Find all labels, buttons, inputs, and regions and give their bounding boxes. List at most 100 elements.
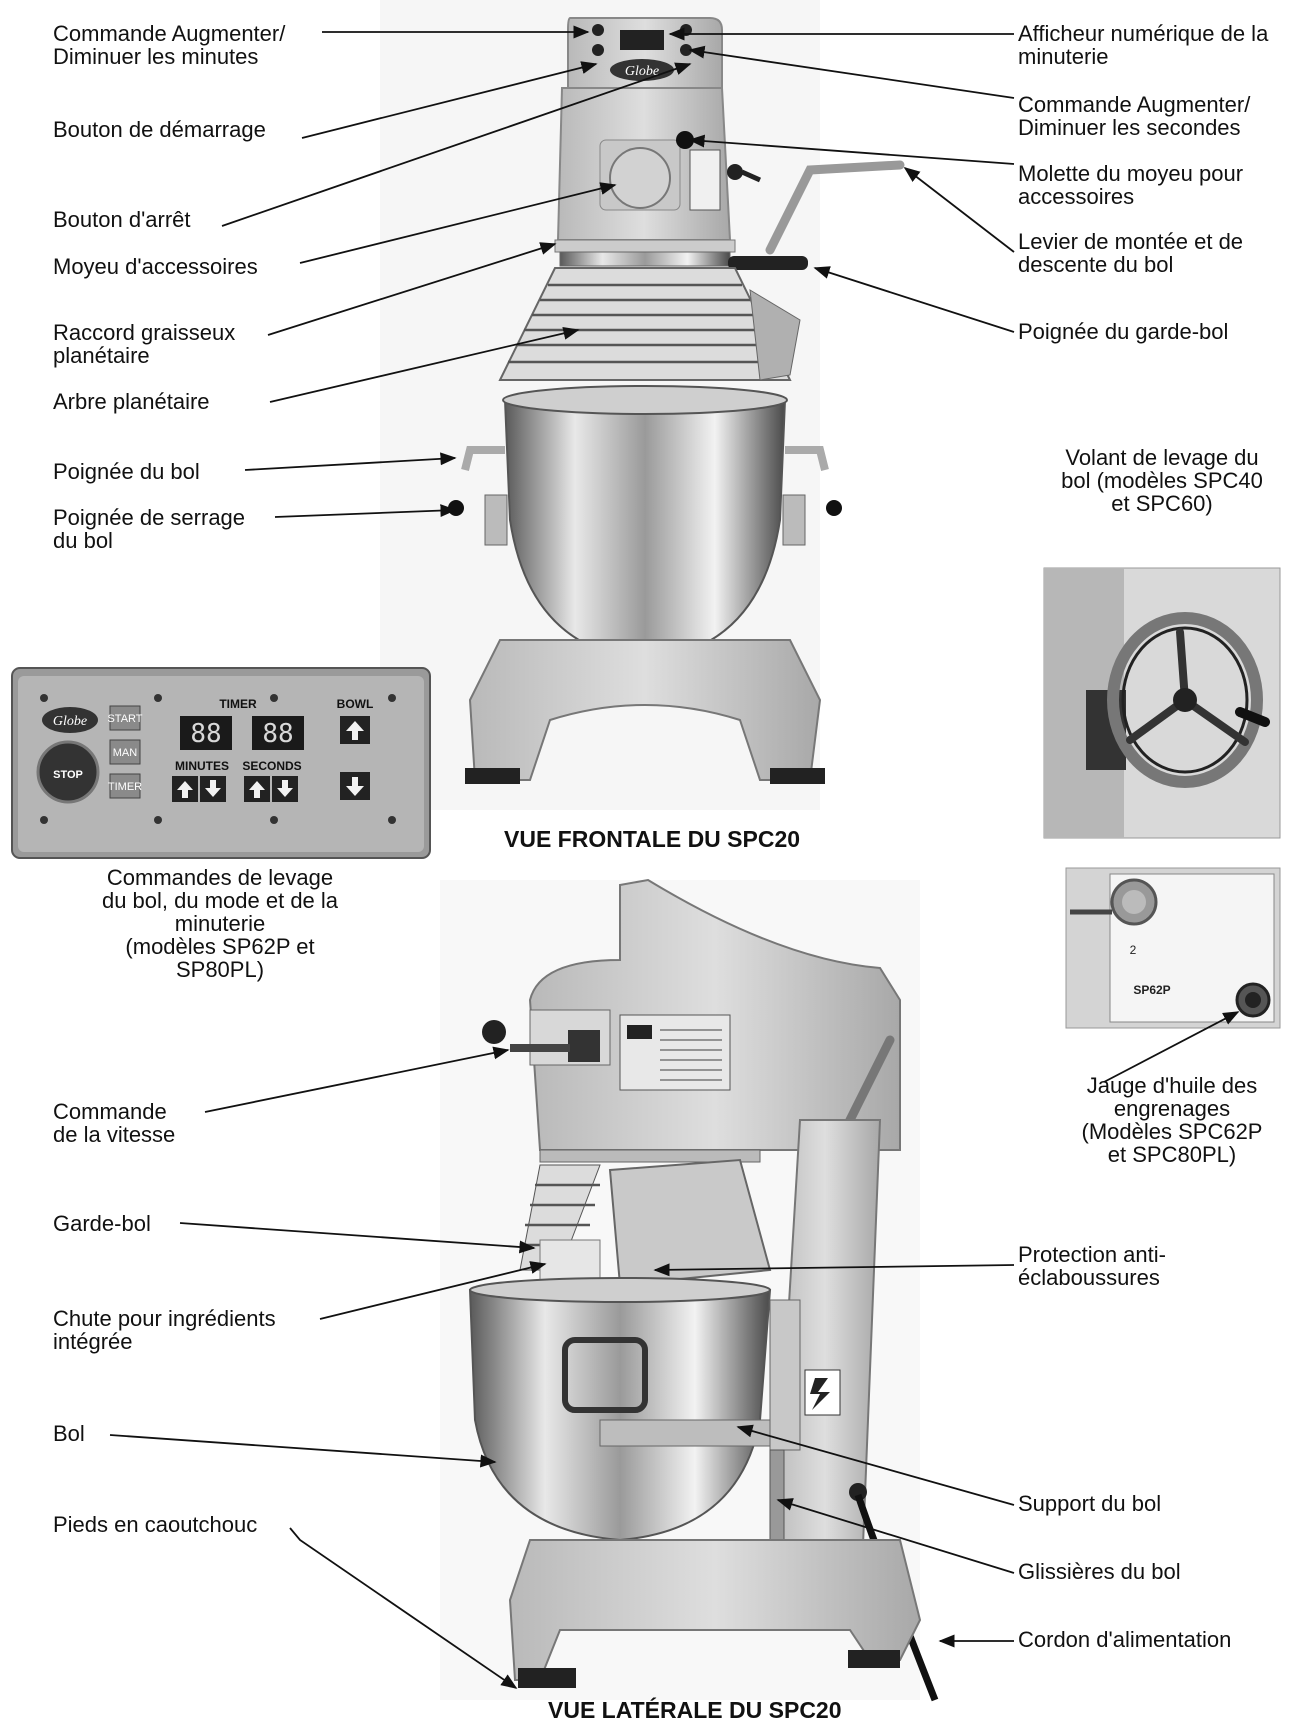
label-line: minuterie <box>1018 44 1109 69</box>
panel-seconds-digits: 88 <box>262 719 293 749</box>
label-line: Poignée de serrage <box>53 505 246 530</box>
label-line: Molette du moyeu pour <box>1018 161 1244 186</box>
warning-icon <box>810 1378 830 1410</box>
label-line: de la vitesse <box>53 1122 176 1147</box>
panel-stop-button[interactable] <box>36 740 100 804</box>
label-line: Protection anti- <box>1018 1242 1166 1267</box>
label-line: (modèles SP62P et <box>125 934 315 959</box>
label-grease-fitting: Raccord graisseux planétaire <box>53 321 235 367</box>
panel-minutes-digits: 88 <box>190 719 221 749</box>
panel-man-button[interactable] <box>109 739 141 765</box>
label-bowl-slides: Glissières du bol <box>1018 1560 1181 1583</box>
label-timer-seconds-control: Commande Augmenter/ Diminuer les seconde… <box>1018 93 1250 139</box>
panel-timer-btn-label: TIMER <box>108 781 142 793</box>
panel-stop-label: STOP <box>53 769 83 781</box>
label-line: Levier de montée et de <box>1018 229 1244 254</box>
oil-gauge-photo: 2 SP62P <box>1065 867 1281 1029</box>
front-timer-display <box>620 30 664 50</box>
label-bowl-support: Support du bol <box>1018 1492 1161 1515</box>
label-bowl: Bol <box>53 1422 85 1445</box>
rubber-foot <box>518 1668 576 1688</box>
label-oil-gauge: Jauge d'huile des engrenages (Modèles SP… <box>1044 1074 1300 1166</box>
label-line: bol (modèles SPC40 <box>1061 468 1263 493</box>
arrow-up-icon <box>346 721 364 740</box>
label-line: Garde-bol <box>53 1211 151 1236</box>
arrow-down-icon <box>346 777 364 796</box>
label-line: engrenages <box>1113 1096 1231 1121</box>
label-power-cord: Cordon d'alimentation <box>1018 1628 1231 1651</box>
label-line: Poignée du garde-bol <box>1018 319 1229 344</box>
label-hub-knob: Molette du moyeu pour accessoires <box>1018 162 1243 208</box>
label-ingredient-chute: Chute pour ingrédients intégrée <box>53 1307 276 1353</box>
front-mixer: Globe <box>380 0 905 810</box>
label-bowl-guard: Garde-bol <box>53 1212 151 1235</box>
rubber-foot <box>848 1650 900 1668</box>
gear-number: 2 <box>1130 943 1137 957</box>
label-planetary-shaft: Arbre planétaire <box>53 390 210 413</box>
arrow-up-icon <box>177 781 193 798</box>
front-brand-text: Globe <box>625 64 659 79</box>
front-lift-lever <box>765 160 905 255</box>
label-line: minuterie <box>174 911 266 936</box>
arrow-up-icon <box>249 781 265 798</box>
bowl-support <box>599 1419 801 1447</box>
front-attachment-hub <box>609 147 671 209</box>
label-bowl-handle: Poignée du bol <box>53 460 200 483</box>
model-plate: SP62P <box>1133 983 1170 997</box>
label-line: SP80PL) <box>175 957 265 982</box>
caption-side-view: VUE LATÉRALE DU SPC20 <box>548 1697 842 1723</box>
front-base <box>468 639 822 781</box>
front-guard-handle <box>728 256 808 270</box>
label-bowl-lever: Levier de montée et de descente du bol <box>1018 230 1243 276</box>
label-line: Commande Augmenter/ <box>53 21 286 46</box>
label-start-button: Bouton de démarrage <box>53 118 266 141</box>
ingredient-chute <box>539 1239 601 1281</box>
label-line: descente du bol <box>1018 252 1174 277</box>
label-guard-handle: Poignée du garde-bol <box>1018 320 1228 343</box>
label-line: Afficheur numérique de la <box>1018 21 1269 46</box>
label-attachment-hub: Moyeu d'accessoires <box>53 255 258 278</box>
label-line: (Modèles SPC62P <box>1081 1119 1263 1144</box>
panel-minutes-display <box>180 716 232 750</box>
label-line: Chute pour ingrédients <box>53 1306 276 1331</box>
arrow-down-icon <box>205 780 221 797</box>
label-line: planétaire <box>53 343 150 368</box>
speed-control <box>568 1030 600 1062</box>
label-speed-control: Commande de la vitesse <box>53 1100 175 1146</box>
caption-front-view: VUE FRONTALE DU SPC20 <box>504 826 801 852</box>
handwheel <box>1107 612 1263 788</box>
label-line: Commandes de levage <box>106 865 334 890</box>
label-splash-guard: Protection anti- éclaboussures <box>1018 1243 1166 1289</box>
label-line: Support du bol <box>1018 1491 1162 1516</box>
label-line: Raccord graisseux <box>53 320 236 345</box>
handwheel-photo <box>1043 567 1281 839</box>
label-rubber-feet: Pieds en caoutchouc <box>53 1513 257 1536</box>
label-line: Diminuer les secondes <box>1018 115 1241 140</box>
label-line: Moyeu d'accessoires <box>53 254 258 279</box>
arrow-down-icon <box>277 780 293 797</box>
label-line: accessoires <box>1018 184 1135 209</box>
label-line: du bol, du mode et de la <box>101 888 339 913</box>
panel-brand-text: Globe <box>53 714 87 729</box>
panel-bowl-heading: BOWL <box>337 697 374 711</box>
panel-timer-button[interactable] <box>109 773 141 799</box>
panel-man-label: MAN <box>113 747 138 759</box>
label-line: Pieds en caoutchouc <box>53 1512 258 1537</box>
side-base <box>508 1539 922 1681</box>
label-line: Poignée du bol <box>53 459 200 484</box>
panel-seconds-heading: SECONDS <box>242 759 301 773</box>
leader-lines <box>109 25 1240 1689</box>
panel-start-button[interactable] <box>109 705 141 731</box>
label-line: Commande Augmenter/ <box>1018 92 1251 117</box>
label-line: Volant de levage du <box>1065 445 1259 470</box>
label-line: et SPC80PL) <box>1107 1142 1237 1167</box>
label-stop-button: Bouton d'arrêt <box>53 208 191 231</box>
label-line: du bol <box>53 528 113 553</box>
splash-guard <box>608 1158 772 1287</box>
label-line: et SPC60) <box>1111 491 1213 516</box>
label-line: Bouton d'arrêt <box>53 207 191 232</box>
label-bowl-clamp: Poignée de serrage du bol <box>53 506 245 552</box>
label-line: éclaboussures <box>1018 1265 1160 1290</box>
